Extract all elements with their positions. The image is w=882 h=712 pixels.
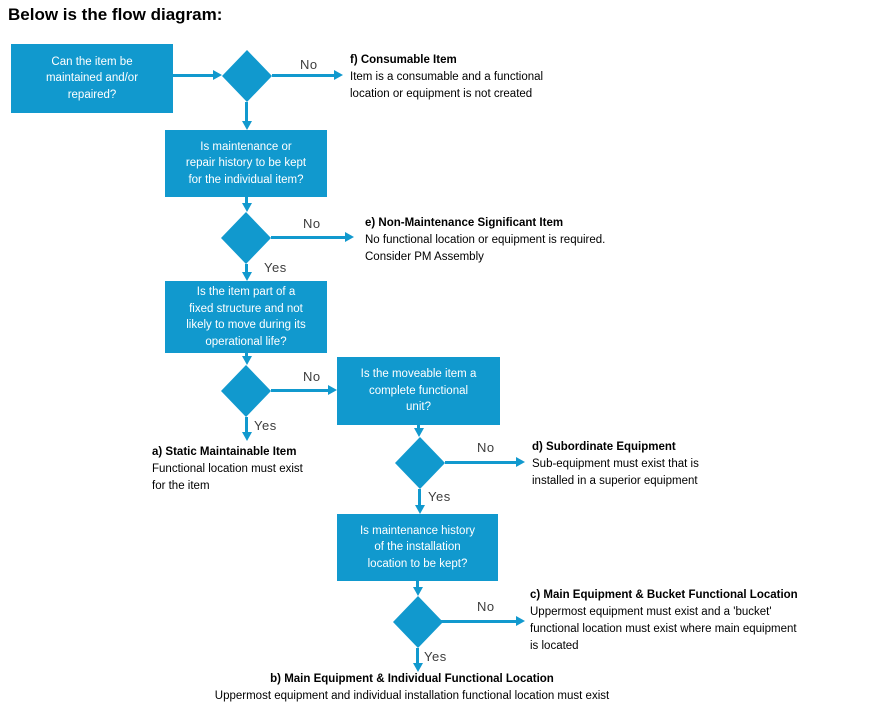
- outcome-b-main-equipment-individual: b) Main Equipment & Individual Functiona…: [132, 671, 692, 705]
- outcome-e-non-maintenance-item: e) Non-Maintenance Significant Item No f…: [365, 215, 665, 266]
- label-no-diamond5: No: [477, 599, 495, 614]
- decision-diamond-3: [221, 365, 271, 417]
- outcome-a-line: for the item: [152, 480, 210, 492]
- question-box-1-line: Can the item be: [51, 55, 133, 68]
- outcome-f-title: f) Consumable Item: [350, 54, 457, 66]
- arrowhead-diamond4-no: [516, 457, 525, 467]
- decision-diamond-4: [395, 437, 445, 489]
- arrowhead-diamond4-yes: [415, 505, 425, 514]
- arrow-line-diamond3-yes: [245, 417, 248, 433]
- arrowhead-box4-to-diamond4: [414, 428, 424, 437]
- question-box-2: Is maintenance or repair history to be k…: [165, 130, 327, 197]
- question-box-1: Can the item be maintained and/or repair…: [11, 44, 173, 113]
- arrowhead-diamond3-no: [328, 385, 337, 395]
- label-no-diamond3: No: [303, 369, 321, 384]
- decision-diamond-5: [393, 596, 443, 648]
- label-yes-diamond3: Yes: [254, 418, 277, 433]
- question-box-4-line: Is the moveable item a: [360, 368, 477, 381]
- outcome-d-line: Sub-equipment must exist that is: [532, 458, 699, 470]
- outcome-d-line: installed in a superior equipment: [532, 475, 698, 487]
- question-box-5: Is maintenance history of the installati…: [337, 514, 498, 581]
- arrow-line-box2-to-diamond2: [245, 197, 248, 204]
- question-box-3-line: likely to move during its: [186, 319, 306, 331]
- outcome-e-line: Consider PM Assembly: [365, 251, 484, 263]
- arrowhead-diamond2-yes: [242, 272, 252, 281]
- outcome-d-subordinate-equipment: d) Subordinate Equipment Sub-equipment m…: [532, 439, 762, 490]
- arrowhead-diamond5-yes: [413, 663, 423, 672]
- outcome-a-title: a) Static Maintainable Item: [152, 446, 297, 458]
- decision-diamond-1: [222, 50, 272, 102]
- page-title: Below is the flow diagram:: [8, 5, 223, 24]
- arrow-line-diamond1-down: [245, 102, 248, 122]
- outcome-c-line: is located: [530, 640, 579, 652]
- label-no-diamond1: No: [300, 57, 318, 72]
- arrow-line-box5-to-diamond5: [416, 581, 419, 588]
- arrowhead-box3-to-diamond3: [242, 356, 252, 365]
- label-yes-diamond4: Yes: [428, 489, 451, 504]
- arrowhead-diamond5-no: [516, 616, 525, 626]
- outcome-e-line: No functional location or equipment is r…: [365, 234, 606, 246]
- question-box-3-line: fixed structure and not: [189, 302, 303, 315]
- outcome-a-static-maintainable-item: a) Static Maintainable Item Functional l…: [152, 444, 362, 495]
- question-box-3-line: operational life?: [205, 335, 287, 348]
- question-box-3: Is the item part of a fixed structure an…: [165, 281, 327, 353]
- label-no-diamond2: No: [303, 216, 321, 231]
- outcome-c-title: c) Main Equipment & Bucket Functional Lo…: [530, 589, 798, 601]
- question-box-5-line: of the installation: [374, 541, 461, 554]
- question-box-4-line: unit?: [406, 401, 431, 414]
- arrowhead-diamond3-yes: [242, 432, 252, 441]
- question-box-1-line: repaired?: [67, 88, 117, 101]
- outcome-f-line: location or equipment is not created: [350, 88, 533, 100]
- label-yes-diamond5: Yes: [424, 649, 447, 664]
- arrow-line-diamond2-no: [271, 236, 346, 239]
- outcome-d-title: d) Subordinate Equipment: [532, 441, 676, 453]
- arrowhead-diamond1-down: [242, 121, 252, 130]
- arrowhead-box1-to-diamond1: [213, 70, 222, 80]
- label-no-diamond4: No: [477, 440, 495, 455]
- question-box-5-line: location to be kept?: [367, 557, 468, 570]
- arrowhead-box2-to-diamond2: [242, 203, 252, 212]
- question-box-1-line: maintained and/or: [45, 72, 139, 85]
- arrow-line-diamond4-yes: [418, 489, 421, 506]
- question-box-4: Is the moveable item a complete function…: [337, 357, 500, 425]
- outcome-c-main-equipment-bucket: c) Main Equipment & Bucket Functional Lo…: [530, 587, 880, 655]
- decision-diamond-2: [221, 212, 271, 264]
- arrowhead-diamond2-no: [345, 232, 354, 242]
- arrow-line-box4-to-diamond4: [417, 425, 420, 429]
- question-box-5-line: Is maintenance history: [359, 524, 476, 537]
- outcome-f-consumable-item: f) Consumable Item Item is a consumable …: [350, 52, 600, 103]
- arrowhead-box5-to-diamond5: [413, 587, 423, 596]
- arrow-line-box3-to-diamond3: [245, 353, 248, 357]
- arrow-line-box1-to-diamond1: [173, 74, 214, 77]
- outcome-b-title: b) Main Equipment & Individual Functiona…: [270, 673, 554, 685]
- question-box-2-line: for the individual item?: [188, 173, 304, 186]
- outcome-c-line: functional location must exist where mai…: [530, 623, 797, 635]
- arrow-line-diamond5-yes: [416, 648, 419, 664]
- arrow-line-diamond4-no: [445, 461, 517, 464]
- arrow-line-diamond5-no: [441, 620, 517, 623]
- question-box-2-line: repair history to be kept: [185, 157, 307, 170]
- question-box-3-line: Is the item part of a: [196, 286, 296, 298]
- outcome-f-line: Item is a consumable and a functional: [350, 71, 544, 83]
- outcome-c-line: Uppermost equipment must exist and a 'bu…: [530, 606, 772, 618]
- question-box-2-line: Is maintenance or: [200, 140, 292, 153]
- arrowhead-diamond1-no: [334, 70, 343, 80]
- arrow-line-diamond1-no: [272, 74, 335, 77]
- question-box-4-line: complete functional: [368, 384, 469, 397]
- outcome-e-title: e) Non-Maintenance Significant Item: [365, 217, 564, 229]
- arrow-line-diamond2-yes: [245, 264, 248, 273]
- label-yes-diamond2: Yes: [264, 260, 287, 275]
- outcome-b-line: Uppermost equipment and individual insta…: [214, 690, 610, 702]
- outcome-a-line: Functional location must exist: [152, 463, 303, 475]
- arrow-line-diamond3-no: [271, 389, 329, 392]
